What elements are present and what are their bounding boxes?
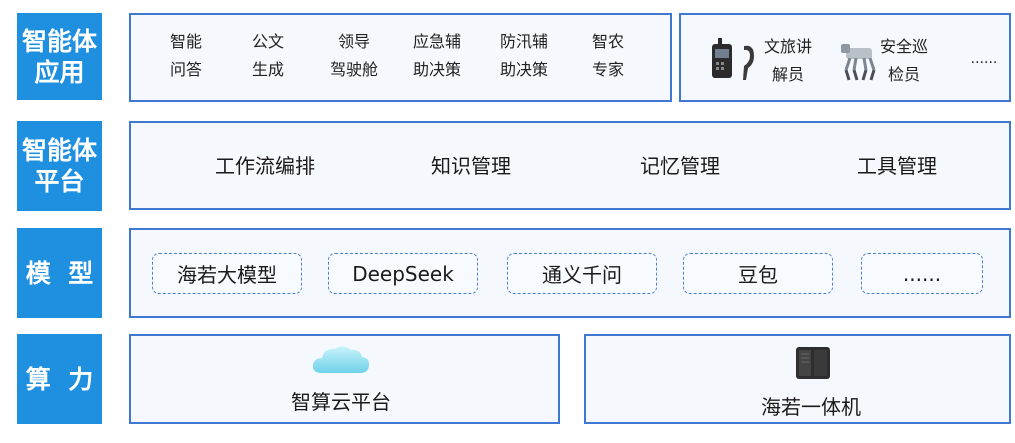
layer-label-platform: 智能体 平台 xyxy=(17,121,102,211)
robot-dog-icon xyxy=(838,38,880,82)
audio-guide-device-icon xyxy=(708,36,764,82)
model-label-text: 模 型 xyxy=(25,258,94,288)
application-label-text: 智能体 应用 xyxy=(21,26,97,87)
cloud-icon xyxy=(310,343,372,377)
device-inspector-label: 安全巡 检员 xyxy=(879,37,928,84)
model-chip-tongyi: 通义千问 xyxy=(507,253,657,294)
layer-label-compute: 算 力 xyxy=(17,334,102,424)
compute-cloud-label: 智算云平台 xyxy=(291,390,391,414)
compute-label-text: 算 力 xyxy=(25,364,94,394)
app-item-cockpit: 领导 驾驶舱 xyxy=(329,32,378,79)
compute-appliance-label: 海若一体机 xyxy=(761,395,861,419)
server-box-icon xyxy=(793,345,833,381)
application-devices-panel xyxy=(679,13,1011,102)
model-chip-hairuo: 海若大模型 xyxy=(152,253,302,294)
platform-item-workflow: 工作流编排 xyxy=(215,154,315,178)
platform-item-knowledge: 知识管理 xyxy=(431,154,511,178)
app-item-agri: 智农 专家 xyxy=(591,32,624,79)
app-item-emergency: 应急辅 助决策 xyxy=(412,32,461,79)
platform-item-memory: 记忆管理 xyxy=(640,154,720,178)
app-item-qa: 智能 问答 xyxy=(169,32,202,79)
model-chip-deepseek: DeepSeek xyxy=(328,253,478,294)
platform-label-text: 智能体 平台 xyxy=(21,136,97,196)
layer-label-application: 智能体 应用 xyxy=(17,13,102,100)
device-audio-guide-label: 文旅讲 解员 xyxy=(763,37,812,84)
application-apps-panel xyxy=(129,13,672,102)
model-chip-doubao: 豆包 xyxy=(683,253,833,294)
app-item-flood: 防汛辅 助决策 xyxy=(499,32,548,79)
devices-more: ...... xyxy=(970,51,998,67)
model-chip-more: ...... xyxy=(861,253,983,294)
platform-panel xyxy=(129,121,1011,210)
layer-label-model: 模 型 xyxy=(17,228,102,318)
app-item-document: 公文 生成 xyxy=(251,32,284,79)
platform-item-tools: 工具管理 xyxy=(857,154,937,178)
